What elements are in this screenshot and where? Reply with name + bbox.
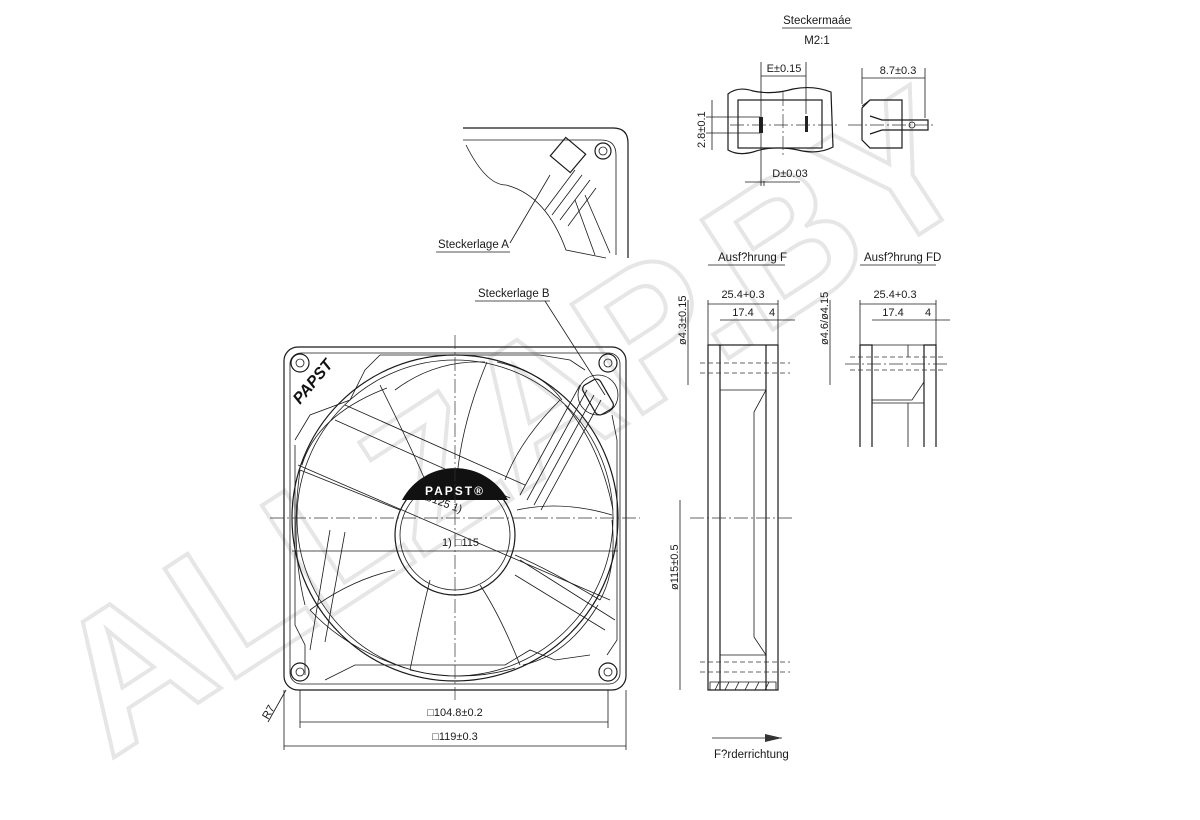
variant-f-depth: 25.4+0.3 [721, 289, 764, 301]
hub-logo: PAPST® [425, 484, 485, 498]
mounting-hole [290, 662, 310, 682]
variant-fd-depth: 25.4+0.3 [873, 289, 916, 301]
side-view-fd: Ausf?hrung FD 25.4+0.3 17.4 4 ø4.6/ø4.15 [819, 252, 950, 447]
mounting-hole [290, 353, 310, 373]
dim-length: 8.7±0.3 [880, 65, 917, 77]
dim-inner-square: 1) □115 [442, 537, 479, 549]
dim-outer: □119±0.3 [432, 731, 478, 743]
connector-title: Steckermaáe [783, 15, 851, 27]
dim-d: D±0.03 [772, 168, 807, 180]
variant-f-hole: ø4.3±0.15 [677, 296, 689, 345]
variant-f-inner: 17.4 [732, 307, 753, 319]
label-position-a: Steckerlage A [438, 239, 509, 251]
variant-f-venturi: ø115±0.5 [669, 544, 681, 590]
side-view-f: Ausf?hrung F 25.4+0.3 17.4 4 ø4.3±0.15 ø… [669, 252, 795, 761]
dim-e: E±0.15 [767, 63, 802, 75]
mounting-hole [598, 353, 618, 373]
frame-logo: PAPST [290, 356, 337, 408]
front-view: Steckerlage B PAPST® PAPST ø [260, 288, 640, 750]
connector-position-a-detail: Steckerlage A [436, 127, 629, 259]
variant-f-flange: 4 [769, 307, 775, 319]
variant-fd-title: Ausf?hrung FD [864, 252, 941, 264]
connector-scale: M2:1 [804, 35, 830, 47]
label-position-b: Steckerlage B [478, 288, 550, 300]
watermark: ALLZAP.BY [17, 49, 1006, 794]
variant-f-title: Ausf?hrung F [718, 252, 787, 264]
variant-fd-hole: ø4.6/ø4.15 [819, 292, 831, 345]
connector-detail: Steckermaáe M2:1 E±0.15 D±0.03 2.8±0.1 8… [696, 15, 935, 186]
dim-hole-spacing: □104.8±0.2 [427, 707, 483, 719]
airflow-label: F?rderrichtung [714, 749, 789, 761]
dim-height: 2.8±0.1 [696, 111, 708, 148]
mounting-hole [598, 662, 618, 682]
variant-fd-inner: 17.4 [882, 307, 903, 319]
variant-fd-flange: 4 [925, 307, 931, 319]
